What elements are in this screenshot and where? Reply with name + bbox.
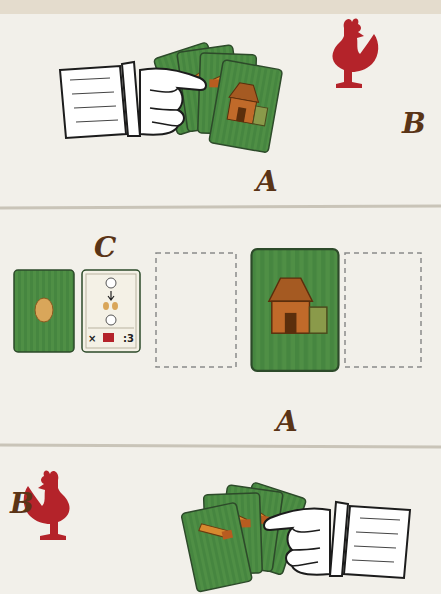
callout-letter: A — [256, 168, 278, 196]
card-text: :3 — [123, 334, 134, 344]
card-text: × — [88, 334, 96, 344]
callout-letter: B — [10, 490, 34, 518]
callout-letter: A — [276, 408, 298, 436]
action-card: × :3 — [82, 270, 140, 352]
callout-letter: B — [402, 110, 426, 138]
callout-letter: C — [94, 234, 116, 262]
